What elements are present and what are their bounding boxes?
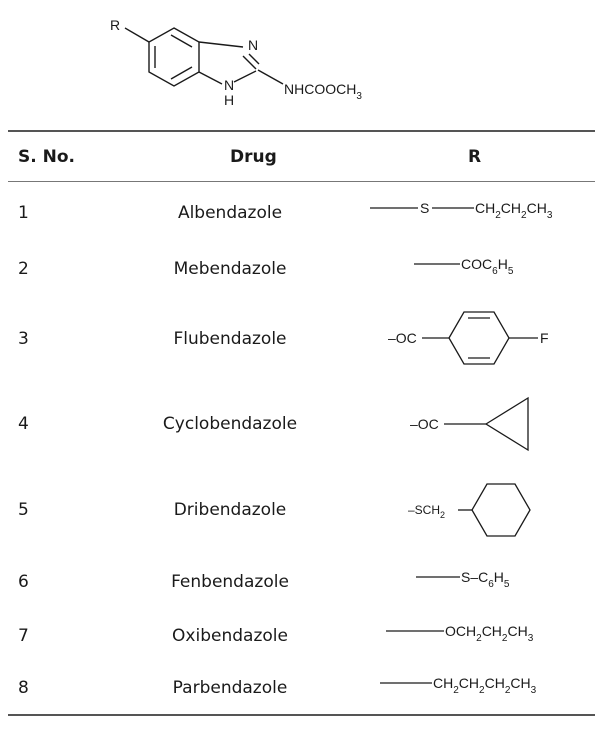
svg-text:F: F xyxy=(540,330,549,346)
r-group-dribendazole: –SCH2 xyxy=(408,483,531,537)
r-group-albendazole: S CH2CH2CH3 xyxy=(370,200,553,221)
r-group-oxibendazole: OCH2CH2CH3 xyxy=(386,623,534,644)
svg-text:–SCH2: –SCH2 xyxy=(408,503,445,520)
svg-text:CH2CH2CH3: CH2CH2CH3 xyxy=(475,200,553,221)
imidazole-nh-h-label: H xyxy=(224,92,234,108)
table-bottom-rule xyxy=(8,714,595,716)
row-sno: 3 xyxy=(18,329,29,349)
row-drug: Fenbendazole xyxy=(171,572,289,592)
table-top-rule xyxy=(8,130,595,132)
row-drug: Cyclobendazole xyxy=(162,414,298,434)
svg-text:OCH2CH2CH3: OCH2CH2CH3 xyxy=(445,623,534,644)
substituent-r-label: R xyxy=(110,17,120,33)
svg-text:–OC: –OC xyxy=(410,416,439,432)
r-group-cyclobendazole: –OC xyxy=(410,396,529,452)
row-sno: 8 xyxy=(18,678,29,698)
row-drug: Oxibendazole xyxy=(172,626,288,646)
benzimidazole-scaffold-structure: R N N H NHCOOCH3 xyxy=(110,17,362,108)
row-drug: Parbendazole xyxy=(172,678,288,698)
header-r: R xyxy=(468,147,482,167)
row-sno: 7 xyxy=(18,626,29,646)
svg-text:COC6H5: COC6H5 xyxy=(461,256,514,277)
row-sno: 1 xyxy=(18,203,29,223)
table-header-rule xyxy=(8,181,595,182)
row-drug: Dribendazole xyxy=(173,500,287,520)
r-group-flubendazole: –OC F xyxy=(388,311,549,365)
row-drug: Mebendazole xyxy=(173,259,287,279)
imidazole-nh-n-label: N xyxy=(224,77,234,93)
svg-text:S: S xyxy=(420,200,429,216)
row-sno: 5 xyxy=(18,500,29,520)
header-sno: S. No. xyxy=(18,147,75,167)
row-drug: Albendazole xyxy=(177,203,283,223)
svg-text:CH2CH2CH2CH3: CH2CH2CH2CH3 xyxy=(433,675,537,696)
svg-text:S–C6H5: S–C6H5 xyxy=(461,569,510,590)
r-group-parbendazole: CH2CH2CH2CH3 xyxy=(380,675,537,696)
row-sno: 4 xyxy=(18,414,29,434)
imidazole-n-label: N xyxy=(248,37,258,53)
row-sno: 2 xyxy=(18,259,29,279)
r-group-mebendazole: COC6H5 xyxy=(414,256,514,277)
row-drug: Flubendazole xyxy=(173,329,287,349)
r-group-fenbendazole: S–C6H5 xyxy=(416,569,510,590)
row-sno: 6 xyxy=(18,572,29,592)
side-chain-label: NHCOOCH3 xyxy=(284,81,362,102)
svg-text:–OC: –OC xyxy=(388,330,417,346)
